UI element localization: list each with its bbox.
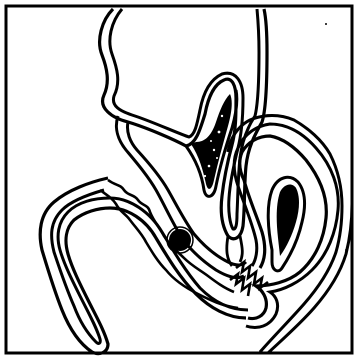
central-septum xyxy=(227,236,243,266)
tilted-canal xyxy=(100,116,246,308)
teardrop-pocket xyxy=(268,177,304,271)
